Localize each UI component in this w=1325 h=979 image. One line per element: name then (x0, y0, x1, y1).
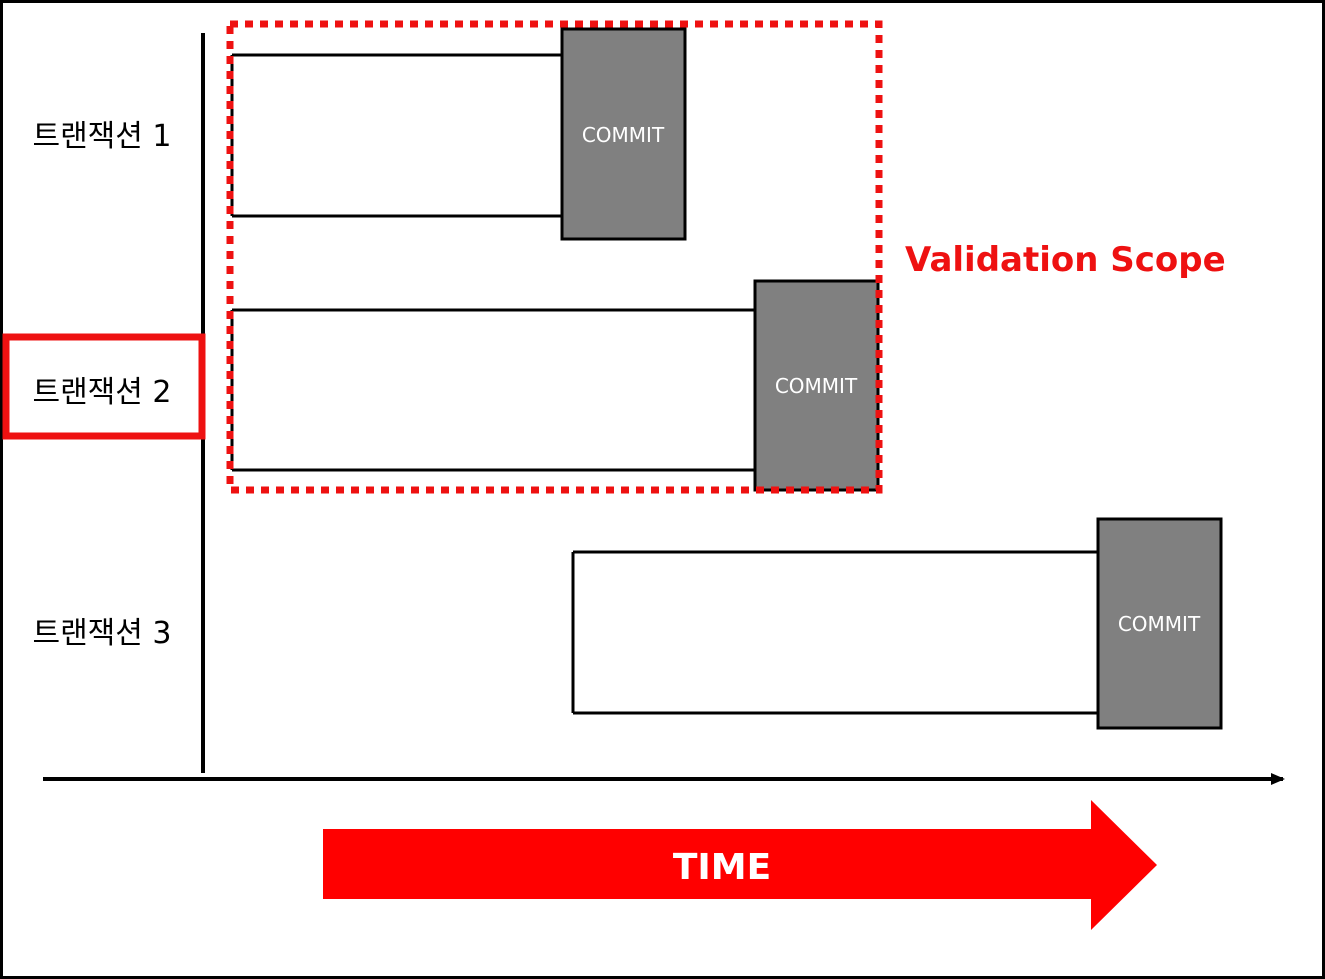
time-arrow-label: TIME (673, 847, 771, 888)
transaction-3-commit-box (1096, 517, 1223, 730)
transaction-2-label: 트랜잭션 2 (32, 375, 171, 410)
transaction-2-commit-label: COMMIT (775, 374, 858, 398)
transaction-1-label: 트랜잭션 1 (32, 119, 171, 154)
time-arrow (323, 800, 1157, 930)
transaction-1-commit-box (560, 27, 687, 241)
validation-scope-region (226, 20, 883, 494)
validation-scope-label: Validation Scope (905, 240, 1226, 280)
transaction-3-label: 트랜잭션 3 (32, 616, 171, 651)
transaction-3-commit-label: COMMIT (1118, 612, 1201, 636)
transaction-2-highlight-box (2, 333, 206, 440)
transaction-3-lifeline (571, 550, 1098, 715)
transaction-1-commit-label: COMMIT (582, 123, 665, 147)
